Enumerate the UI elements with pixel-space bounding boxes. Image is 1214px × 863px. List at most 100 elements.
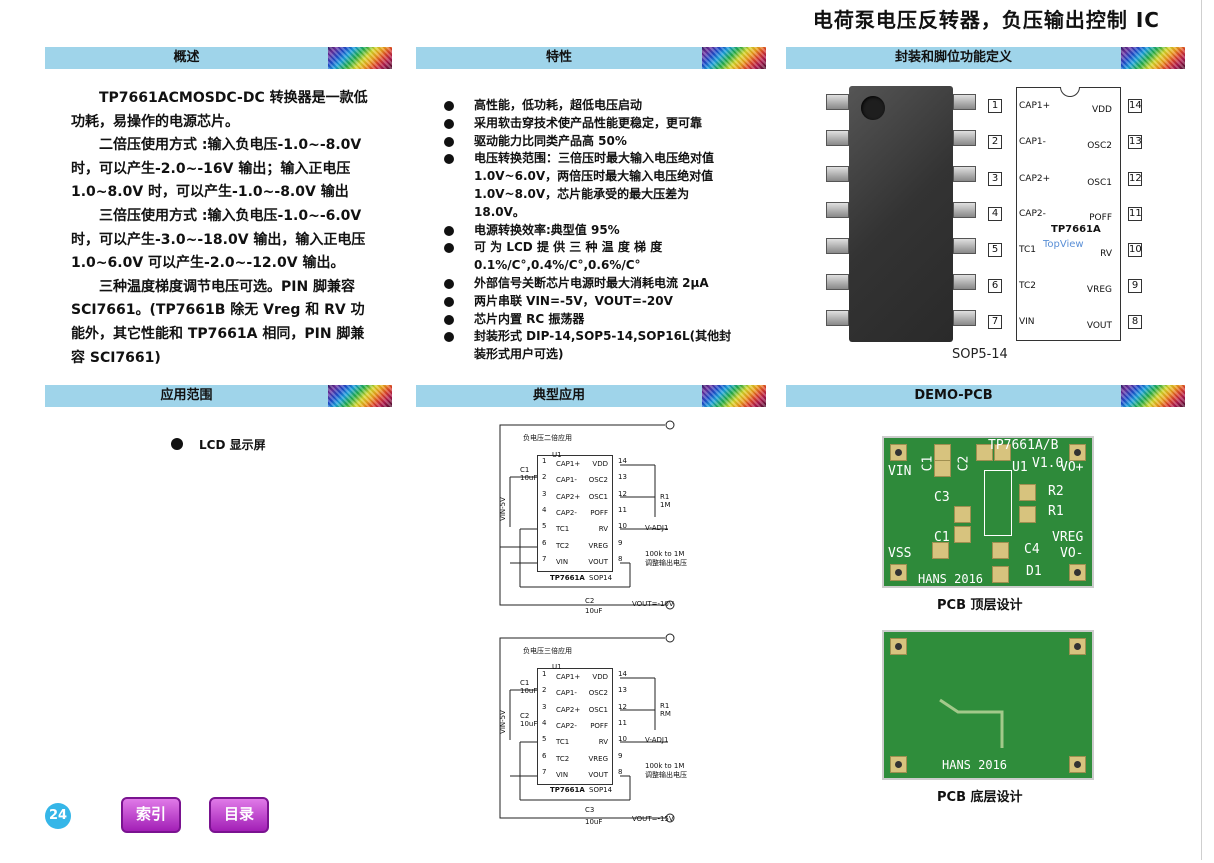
list-item: 芯片内置 RC 振荡器 xyxy=(442,311,742,329)
bullet-icon xyxy=(444,136,454,147)
ic-pin-label: OSC2 xyxy=(588,689,608,698)
ic-pin-number: 1 xyxy=(542,670,547,678)
schematic-1-wiring xyxy=(499,420,675,610)
schematic-2-c2: C2 xyxy=(520,712,530,720)
pcb-vss: VSS xyxy=(888,546,912,561)
page-number-badge: 24 xyxy=(45,803,71,829)
chip-pin xyxy=(826,310,849,326)
schematic-1-r1: R1 xyxy=(660,493,670,501)
list-item: 可 为 LCD 提 供 三 种 温 度 梯 度 0.1%/C°,0.4%/C°,… xyxy=(442,239,742,275)
pcb-brand: HANS 2016 xyxy=(918,572,984,586)
section-title-package: 封装和脚位功能定义 xyxy=(894,50,1012,65)
pin-number: 7 xyxy=(988,315,1002,329)
rainbow-decoration xyxy=(1121,47,1185,69)
bullet-icon xyxy=(444,101,454,111)
schematic-2-c1v: 10uF xyxy=(520,687,538,695)
pcb-bottom-image: HANS 2016 xyxy=(882,630,1094,780)
pin-name: CAP1- xyxy=(1019,137,1046,147)
overview-paragraph: 二倍压使用方式 :输入负电压-1.0~-8.0V 时，可以产生-2.0~-16V… xyxy=(71,137,362,201)
pcb-vo-minus: VO- xyxy=(1060,546,1084,561)
pin-number: 12 xyxy=(1128,172,1142,186)
schematic-1-rnote2: 调整输出电压 xyxy=(645,559,687,567)
pin-name: CAP2- xyxy=(1019,209,1046,219)
pin-name: VDD xyxy=(1091,105,1112,115)
pcb-u1: U1 xyxy=(1012,460,1028,475)
schematic-2-c2v: 10uF xyxy=(520,720,538,728)
ic-pin-number: 14 xyxy=(618,670,627,678)
ic-pin-label: OSC2 xyxy=(588,476,608,485)
chip-pin xyxy=(826,202,849,218)
pin-number: 11 xyxy=(1128,207,1142,221)
section-bar-typical: 典型应用 xyxy=(416,385,766,407)
list-item: 电压转换范围：三倍压时最大输入电压绝对值 1.0V~6.0V，两倍压时最大输入电… xyxy=(442,150,742,221)
section-bar-demo: DEMO-PCB xyxy=(786,385,1185,407)
overview-paragraph: 三倍压使用方式 :输入负电压-1.0~-6.0V 时，可以产生-3.0~-18.… xyxy=(71,207,366,272)
toc-button[interactable]: 目录 xyxy=(209,797,269,833)
schematic-1-u1: U1 xyxy=(552,451,562,459)
ic-pin-number: 13 xyxy=(618,473,627,482)
bullet-icon xyxy=(444,225,454,236)
ic-pin-number: 1 xyxy=(542,457,547,465)
ic-pin-number: 8 xyxy=(618,767,623,776)
ic-pin-label: POFF xyxy=(590,721,608,730)
pin-number: 5 xyxy=(988,243,1002,257)
pin-name: VOUT xyxy=(1086,321,1112,331)
schematic-2-vout: VOUT=-15V xyxy=(632,815,674,823)
ic-pin-label: POFF xyxy=(590,508,608,517)
bullet-icon xyxy=(444,118,454,129)
ic-pin-number: 4 xyxy=(542,505,547,514)
ic-pin-number: 13 xyxy=(618,686,627,695)
list-item: 驱动能力比同类产品高 50% xyxy=(442,133,742,151)
pcb-title: TP7661A/B xyxy=(988,438,1059,453)
rainbow-decoration xyxy=(702,385,766,407)
section-title-demo: DEMO-PCB xyxy=(914,388,993,403)
schematic-1-chip: TP7661A xyxy=(550,574,585,582)
pin-number: 4 xyxy=(988,207,1002,221)
pin-name: CAP2+ xyxy=(1019,174,1051,184)
pin-number: 6 xyxy=(988,279,1002,293)
ic-pin-label: VREG xyxy=(588,754,609,763)
chip-pin xyxy=(826,130,849,146)
ic-pin-number: 12 xyxy=(618,489,627,498)
section-bar-application: 应用范围 xyxy=(45,385,392,407)
pcb-d1: D1 xyxy=(1026,564,1042,579)
ic-pin-label: CAP2- xyxy=(556,721,577,730)
schematic-1-c1: C1 xyxy=(520,466,530,474)
schematic-2-rnote: 100k to 1M xyxy=(645,762,685,770)
pin-name: TC1 xyxy=(1019,245,1036,255)
schematic-2-u1: U1 xyxy=(552,663,562,671)
schematic-2-wiring xyxy=(499,633,675,823)
top-view-label: TopView xyxy=(1043,239,1084,250)
ic-pin-number: 11 xyxy=(618,505,627,514)
schematic-2-rnote2: 调整输出电压 xyxy=(645,771,687,779)
chip-photo xyxy=(849,86,953,342)
schematic-1-pkg: SOP14 xyxy=(589,574,613,582)
section-bar-features: 特性 xyxy=(416,47,766,69)
index-button[interactable]: 索引 xyxy=(121,797,181,833)
ic-pin-label: VOUT xyxy=(588,770,608,779)
schematic-1-c2: C2 xyxy=(585,597,595,605)
ic-pin-label: RV xyxy=(598,525,608,534)
schematic-2-r1: R1 xyxy=(660,702,670,710)
ic-pin-label: VDD xyxy=(592,673,608,681)
pin-name: VREG xyxy=(1086,285,1112,295)
bullet-icon xyxy=(444,314,454,325)
section-title-features: 特性 xyxy=(545,50,572,65)
ic-pin-label: CAP1- xyxy=(556,689,577,698)
schematic-2-c1: C1 xyxy=(520,679,530,687)
section-title-application: 应用范围 xyxy=(160,388,213,403)
ic-pin-label: TC1 xyxy=(556,525,570,534)
pin-number: 2 xyxy=(988,135,1002,149)
application-item: LCD 显示屏 xyxy=(199,438,266,452)
list-item: 采用软击穿技术使产品性能更稳定，更可靠 xyxy=(442,115,742,133)
overview-paragraph: 三种温度梯度调节电压可选。PIN 脚兼容 SCI7661。(TP7661B 除无… xyxy=(71,278,365,366)
ic-pin-number: 11 xyxy=(618,718,627,727)
ic-pin-label: VOUT xyxy=(588,557,608,566)
schematic-2-c3: C3 xyxy=(585,806,595,814)
pin-name: RV xyxy=(1100,249,1112,259)
section-title-overview: 概述 xyxy=(173,50,200,65)
schematic-1-rnote: 100k to 1M xyxy=(645,550,685,558)
